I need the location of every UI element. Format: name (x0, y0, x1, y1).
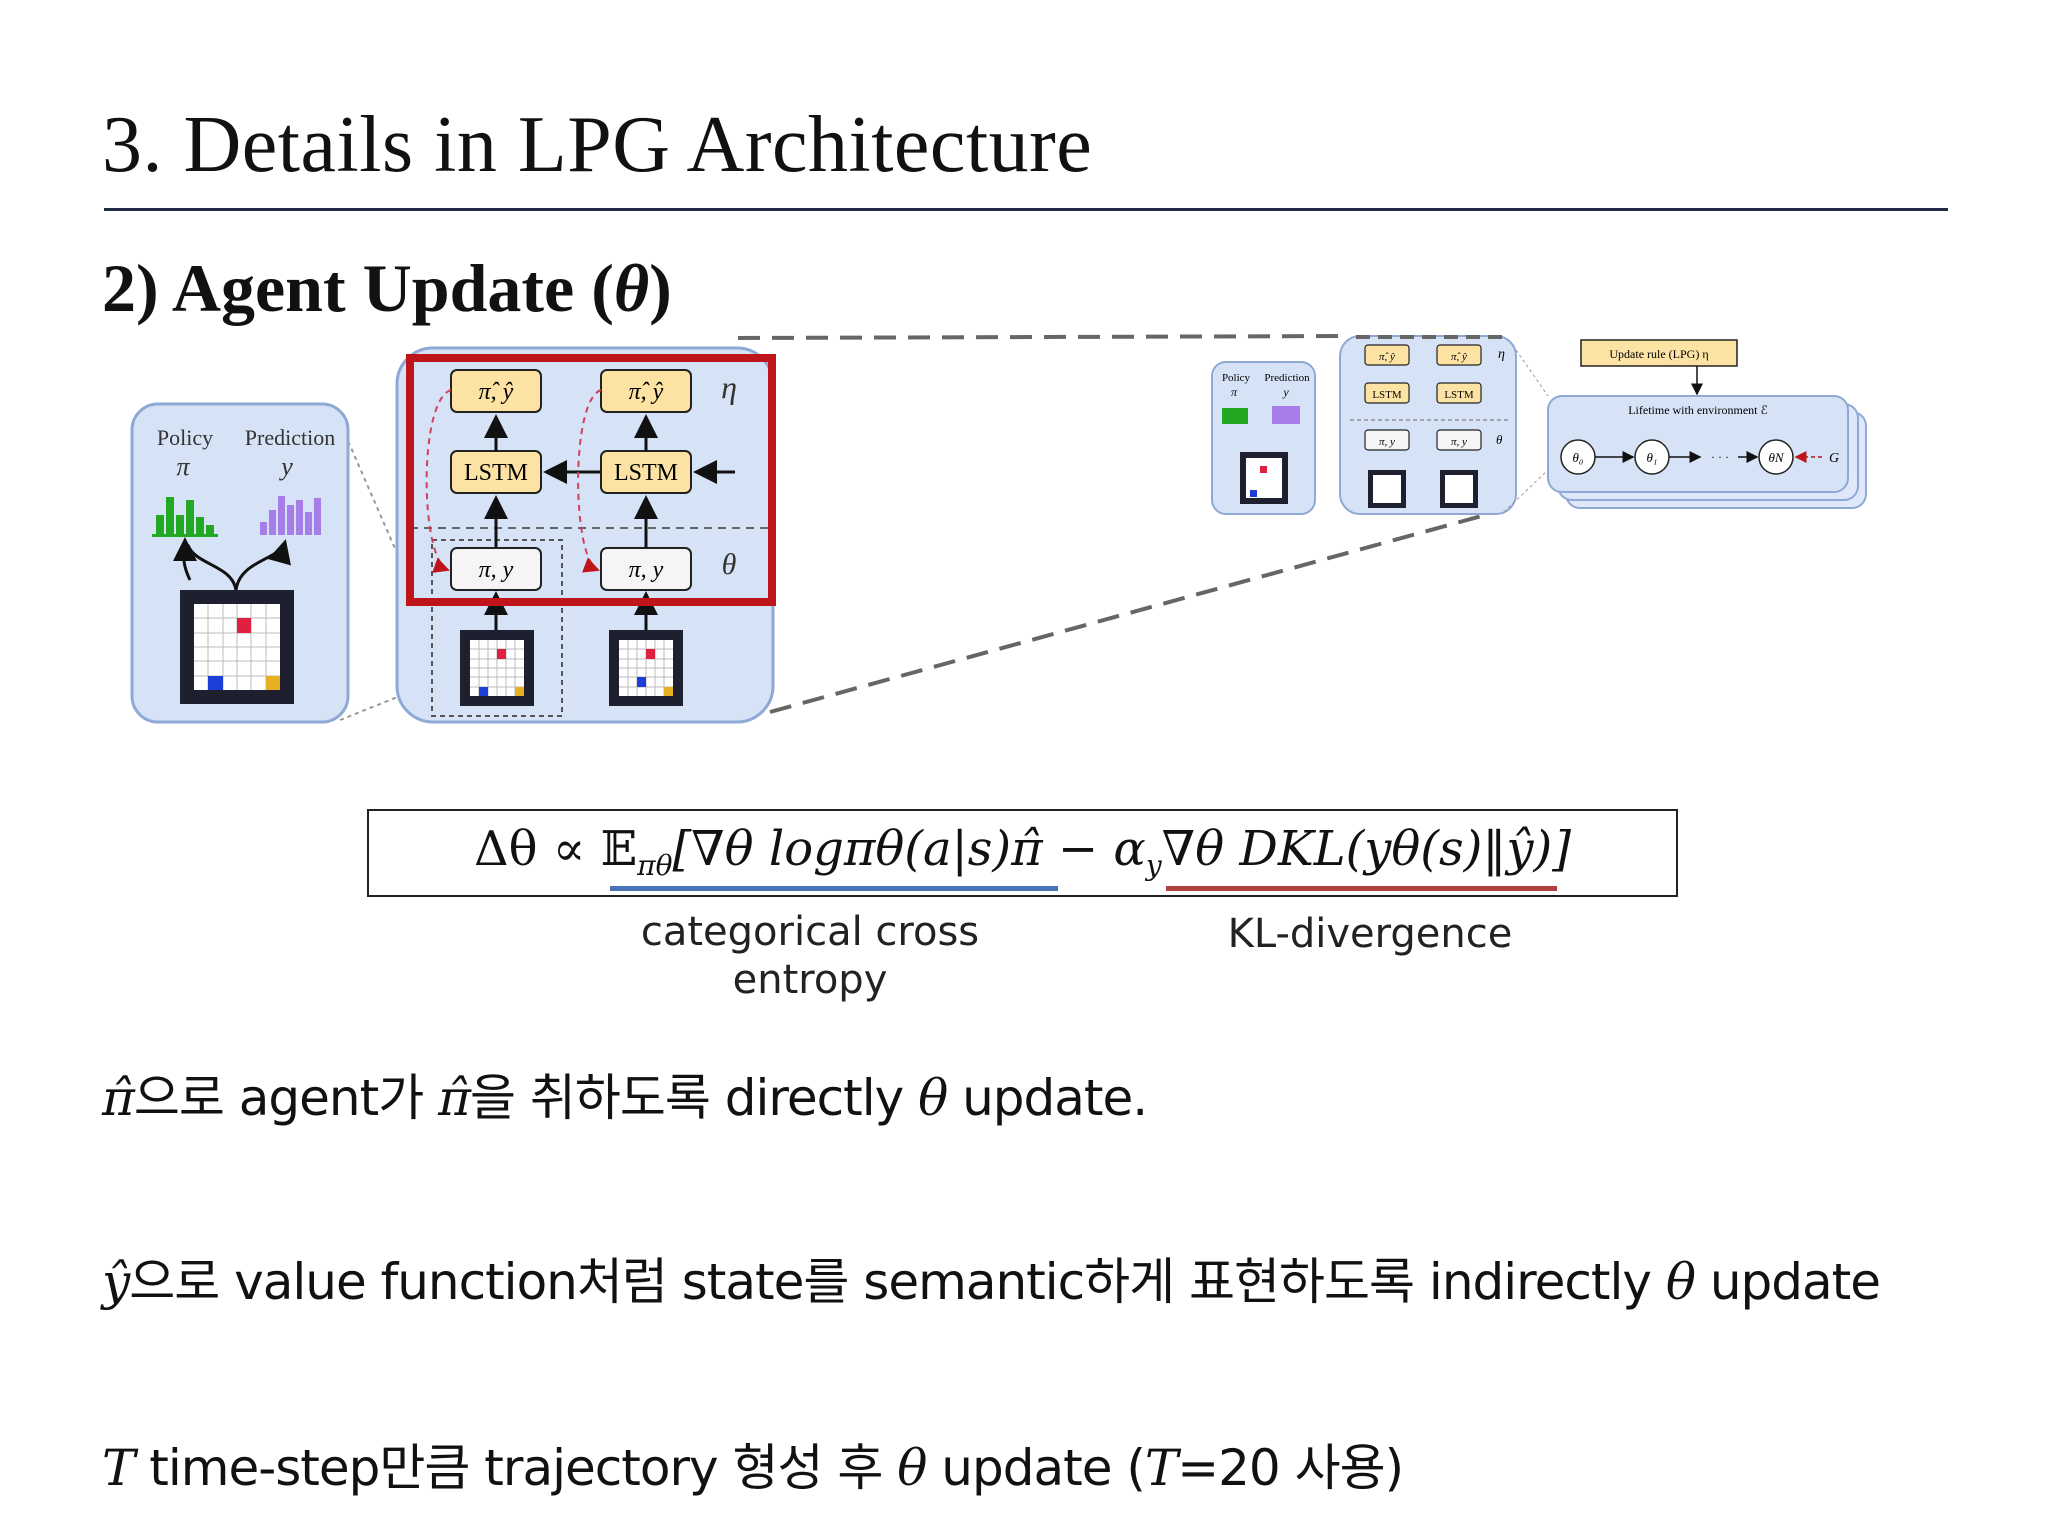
bullet-2: ŷ으로 value function처럼 state를 semantic하게 표… (102, 1242, 1881, 1314)
formula-lhs: Δθ ∝ (474, 821, 601, 877)
section-heading-text: 2) Agent Update ( (102, 250, 614, 326)
lpg-unrolled-panel: π̂, ŷ π̂, ŷ η LSTM LSTM π, y π, y θ (395, 346, 776, 724)
thetaN-label: θN (1768, 450, 1784, 465)
pi-label: π (176, 452, 190, 481)
policy-histogram (152, 497, 218, 537)
agent-update-highlight (406, 354, 776, 606)
zoom-connector-top (737, 334, 1351, 340)
kl-divergence-caption: KL-divergence (1227, 911, 1513, 957)
bullet-1-text-3: update. (947, 1069, 1148, 1127)
bullet-1-symbol-3: θ (918, 1069, 948, 1127)
agent-output-node-1-label: π, y (479, 557, 514, 583)
bullet-1-symbol: π̂ (102, 1069, 135, 1127)
formula-term2: ∇θ DKL(yθ(s)‖ŷ)] (1161, 821, 1571, 877)
formula-alpha-sub: y (1145, 849, 1162, 882)
bullet-1: π̂으로 agent가 π̂을 취하도록 directly θ update. (102, 1058, 1148, 1130)
agent-panel: Policy Prediction π y (130, 402, 350, 724)
bullet-3-symbol-3: T (1144, 1439, 1178, 1497)
lpg-overview-diagram: Policy Prediction π y π̂, ŷ π̂, ŷ η LSTM… (1211, 335, 1867, 515)
theta-label: θ (722, 548, 737, 581)
y-label: y (278, 452, 293, 481)
grid-world (180, 590, 294, 704)
mini-eta-label: η (1498, 347, 1505, 362)
mini-output-node-2-label: π̂, ŷ (1451, 351, 1467, 363)
lstm-node-2-label: LSTM (614, 460, 678, 486)
bullet-3-text-2: update ( (926, 1439, 1146, 1497)
lifetime-label: Lifetime with environment ℰ (1628, 403, 1768, 417)
bullet-3-symbol-2: θ (897, 1439, 927, 1497)
zoom-connector-bottom (769, 510, 1497, 714)
bullet-1-text-2: 을 취하도록 directly (469, 1069, 919, 1127)
mini-policy-label: Policy (1222, 372, 1251, 384)
formula-alpha: α (1113, 821, 1146, 877)
prediction-label: Prediction (245, 425, 335, 450)
bullet-3: T time-step만큼 trajectory 형성 후 θ update (… (102, 1428, 1404, 1500)
bullet-1-text: 으로 agent가 (133, 1069, 439, 1127)
section-heading-close: ) (649, 250, 672, 326)
prediction-histogram (260, 496, 321, 535)
mini-agent-node-1-label: π, y (1379, 436, 1395, 448)
theta1-label: θ₁ (1647, 450, 1658, 465)
formula-term1: [∇θ logπθ(a|s)π̂ − (672, 821, 1114, 877)
mini-pi-label: π (1231, 385, 1238, 399)
eta-label: η (721, 369, 737, 405)
title-divider (104, 208, 1948, 211)
agent-output-node-2-label: π, y (629, 557, 664, 583)
kl-underline (1166, 886, 1557, 891)
bullet-2-text-2: update (1694, 1253, 1881, 1311)
mini-theta-label: θ (1496, 432, 1503, 447)
mini-prediction-label: Prediction (1264, 372, 1310, 384)
bullet-3-text: time-step만큼 trajectory 형성 후 (134, 1439, 898, 1497)
section-heading-symbol: θ (613, 250, 650, 326)
output-node-2-label: π̂, ŷ (629, 379, 664, 405)
bullet-3-text-3: =20 사용) (1177, 1439, 1404, 1497)
formula-expectation: 𝔼 (600, 821, 638, 877)
policy-label: Policy (157, 425, 213, 450)
theta0-label: θ₀ (1573, 450, 1584, 465)
update-rule-label: Update rule (LPG) η (1609, 347, 1708, 361)
grid-world-2 (609, 630, 683, 706)
cross-entropy-underline (610, 886, 1058, 891)
agent-update-formula: Δθ ∝ 𝔼πθ[∇θ logπθ(a|s)π̂ − αy∇θ DKL(yθ(s… (369, 825, 1676, 880)
mini-output-node-1-label: π̂, ŷ (1379, 351, 1395, 363)
lpg-architecture-diagram: Policy Prediction π y (130, 334, 1867, 724)
output-node-1-label: π̂, ŷ (479, 379, 514, 405)
bullet-2-text: 으로 value function처럼 state를 semantic하게 표현… (129, 1253, 1666, 1311)
mini-lstm-1-label: LSTM (1372, 389, 1402, 401)
slide-title: 3. Details in LPG Architecture (102, 101, 1093, 189)
section-heading: 2) Agent Update (θ) (102, 254, 672, 322)
bullet-2-symbol-2: θ (1665, 1253, 1696, 1311)
formula-expectation-sub: πθ (637, 849, 673, 882)
bullet-3-symbol: T (102, 1439, 135, 1497)
mini-y-label: y (1282, 385, 1289, 399)
grid-world-1 (460, 630, 534, 706)
mini-dots-label: · · · (1711, 450, 1729, 464)
G-label: G (1829, 451, 1839, 466)
bullet-2-symbol: ŷ (102, 1253, 130, 1311)
formula-box: Δθ ∝ 𝔼πθ[∇θ logπθ(a|s)π̂ − αy∇θ DKL(yθ(s… (367, 809, 1678, 897)
lstm-node-1-label: LSTM (464, 460, 528, 486)
cross-entropy-caption: categorical cross entropy (640, 909, 980, 1003)
mini-lstm-2-label: LSTM (1444, 389, 1474, 401)
mini-agent-node-2-label: π, y (1451, 436, 1467, 448)
bullet-1-symbol-2: π̂ (438, 1069, 471, 1127)
